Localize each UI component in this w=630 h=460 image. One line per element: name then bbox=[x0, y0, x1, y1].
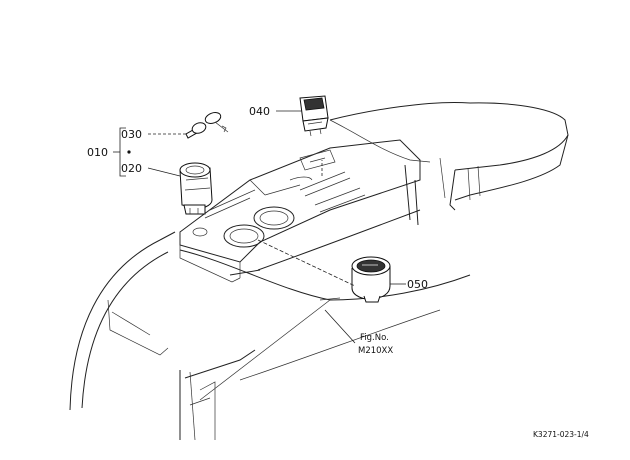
key-switch-hole bbox=[192, 227, 208, 237]
key-switch-020 bbox=[179, 162, 213, 215]
meter-050 bbox=[351, 256, 391, 303]
key-030 bbox=[185, 112, 229, 139]
leader-lines bbox=[113, 110, 406, 344]
console-panel bbox=[179, 139, 421, 283]
callout-050: 050 bbox=[407, 278, 428, 291]
bracket-dot bbox=[127, 150, 131, 154]
fig-ref-number: M210XX bbox=[358, 346, 393, 356]
fig-ref-label: Fig.No. bbox=[360, 333, 389, 343]
switch-040 bbox=[299, 95, 329, 137]
drawing-number: K3271-023-1/4 bbox=[533, 430, 589, 439]
callout-020: 020 bbox=[121, 162, 142, 175]
cup-holder-left bbox=[223, 224, 265, 248]
callout-030: 030 bbox=[121, 128, 142, 141]
cup-holder-right bbox=[253, 206, 295, 230]
callout-040: 040 bbox=[249, 105, 270, 118]
fender-body bbox=[69, 209, 471, 441]
console-cover bbox=[329, 102, 569, 226]
callout-010: 010 bbox=[87, 146, 108, 159]
